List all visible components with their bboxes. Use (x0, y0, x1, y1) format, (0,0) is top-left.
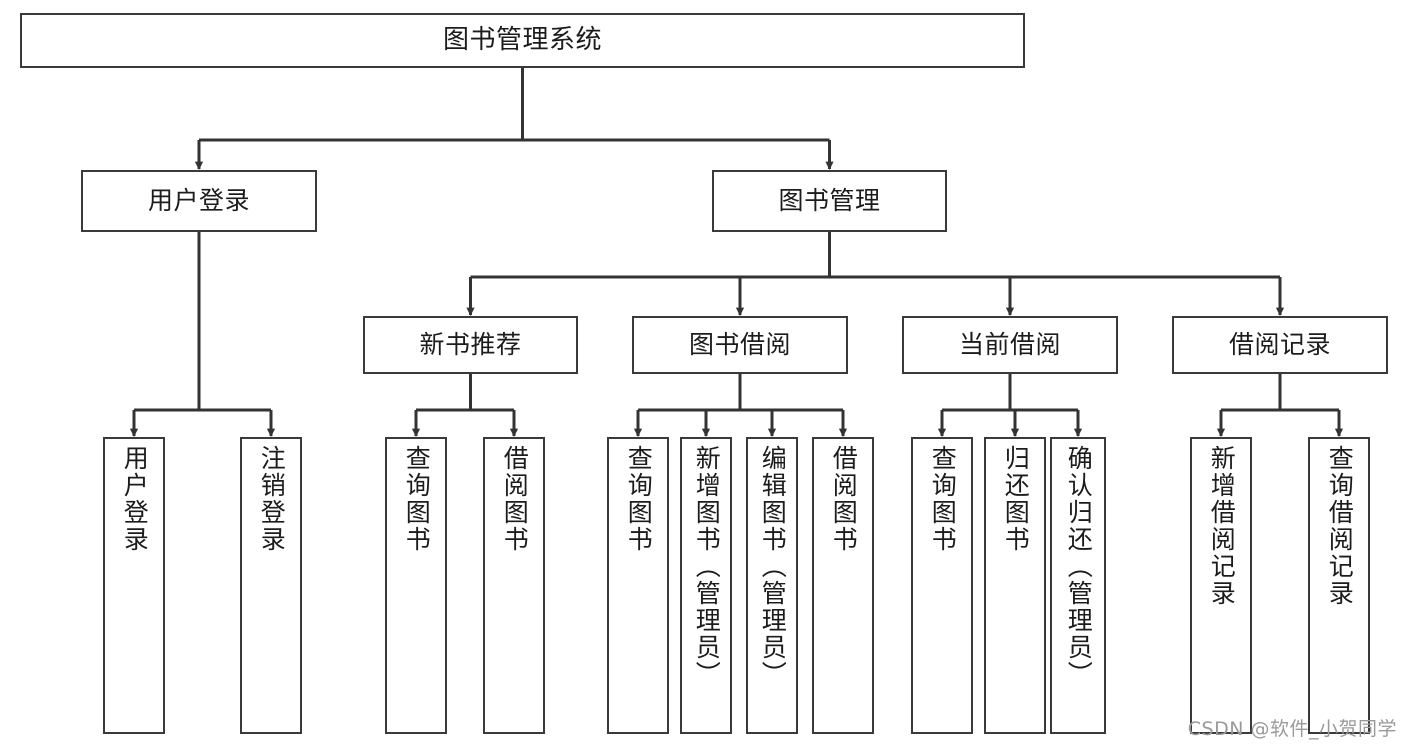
node-label: 新增图书（管理员） (692, 445, 722, 688)
node-leaf-add-record[interactable]: 新增借阅记录 (1190, 437, 1252, 734)
node-label: 查询借阅记录 (1325, 445, 1355, 607)
node-label: 编辑图书（管理员） (758, 445, 788, 688)
node-leaf-edit-book[interactable]: 编辑图书（管理员） (746, 437, 798, 734)
node-label: 用户登录 (147, 185, 250, 215)
connector-lines (129, 68, 1344, 437)
node-label: 图书管理系统 (442, 24, 602, 55)
node-leaf-query-book-c[interactable]: 查询图书 (911, 437, 973, 734)
node-label: 借阅图书 (500, 445, 530, 553)
node-leaf-return-book[interactable]: 归还图书 (984, 437, 1046, 734)
node-label: 图书借阅 (688, 329, 791, 359)
node-label: 图书管理 (778, 185, 881, 215)
node-leaf-borrow-book-a[interactable]: 借阅图书 (483, 437, 545, 734)
node-new-book-rec[interactable]: 新书推荐 (363, 316, 578, 374)
node-leaf-logout[interactable]: 注销登录 (240, 437, 302, 734)
node-leaf-borrow-book-b[interactable]: 借阅图书 (812, 437, 874, 734)
node-leaf-query-record[interactable]: 查询借阅记录 (1308, 437, 1370, 734)
node-book-borrow[interactable]: 图书借阅 (632, 316, 848, 374)
node-label: 归还图书 (1001, 445, 1031, 553)
node-current-borrow[interactable]: 当前借阅 (902, 316, 1118, 374)
node-label: 确认归还（管理员） (1064, 445, 1094, 688)
node-book-manage[interactable]: 图书管理 (712, 170, 947, 232)
node-label: 注销登录 (257, 445, 287, 553)
node-label: 用户登录 (120, 445, 150, 553)
node-label: 借阅图书 (829, 445, 859, 553)
node-borrow-record[interactable]: 借阅记录 (1172, 316, 1388, 374)
node-label: 当前借阅 (958, 329, 1061, 359)
node-leaf-confirm-return[interactable]: 确认归还（管理员） (1050, 437, 1106, 734)
node-leaf-user-login[interactable]: 用户登录 (103, 437, 165, 734)
node-root[interactable]: 图书管理系统 (20, 13, 1025, 68)
node-label: 查询图书 (402, 445, 432, 553)
node-leaf-query-book-a[interactable]: 查询图书 (385, 437, 447, 734)
node-user-login[interactable]: 用户登录 (81, 170, 317, 232)
node-label: 查询图书 (928, 445, 958, 553)
node-label: 查询图书 (624, 445, 654, 553)
node-leaf-add-book[interactable]: 新增图书（管理员） (680, 437, 732, 734)
node-leaf-query-book-b[interactable]: 查询图书 (607, 437, 669, 734)
node-label: 借阅记录 (1228, 329, 1331, 359)
node-label: 新增借阅记录 (1207, 445, 1237, 607)
node-label: 新书推荐 (419, 329, 522, 359)
